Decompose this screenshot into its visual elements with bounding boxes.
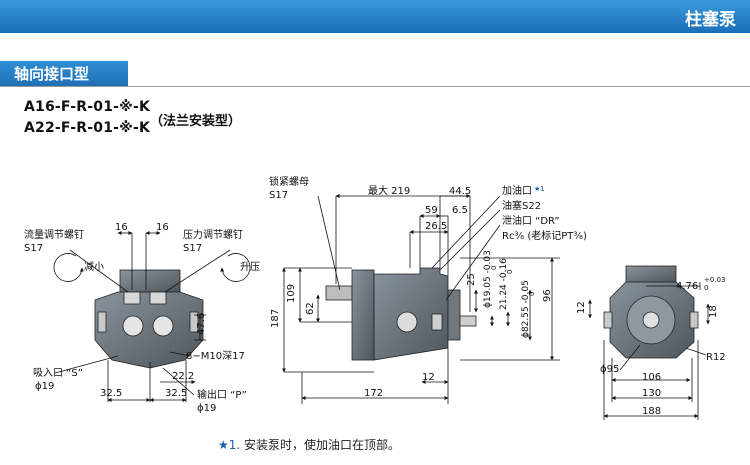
mount-type: （法兰安装型）	[150, 114, 242, 129]
dim-130: 130	[642, 388, 661, 399]
left-pressure-screw	[149, 291, 167, 305]
right-shaft	[642, 311, 660, 329]
decrease-label: 减小	[84, 261, 104, 273]
oil-plug-label: 油塞S22	[502, 199, 541, 212]
dim-max-219: 最大 219	[368, 184, 410, 197]
oil-fill-label: 加油口	[502, 184, 532, 197]
shaft	[459, 315, 477, 327]
pressure-screw-size: S17	[183, 243, 202, 254]
drain-port-label: 泄油口 “DR”	[502, 214, 560, 227]
model-number-2: A22-F-R-01-※-K	[24, 120, 151, 136]
dim-62: 62	[305, 302, 316, 315]
dim-25: 25	[466, 273, 477, 286]
dim-16-a: 16	[115, 222, 128, 233]
suction-port-dia: ϕ19	[35, 381, 54, 392]
dim-key-height: 21.24 -0.16	[499, 258, 509, 310]
dim-187: 187	[270, 309, 281, 328]
dim-6-5: 6.5	[452, 205, 468, 216]
dim-188: 188	[642, 406, 661, 417]
outlet-port-label: 输出口 “P”	[197, 388, 247, 401]
page-title: 柱塞泵	[685, 10, 736, 30]
right-view	[588, 265, 710, 420]
dim-dia-95: ϕ95	[600, 364, 619, 375]
header-bar: 柱塞泵	[0, 0, 750, 33]
left-top-block	[119, 269, 181, 293]
dim-32-5-b: 32.5	[165, 388, 187, 399]
flow-screw-size: S17	[24, 243, 43, 254]
dim-shaft-tol: 0	[490, 266, 498, 270]
dim-26-5: 26.5	[425, 221, 447, 232]
dim-key-tol: 0	[506, 270, 514, 274]
outlet-port-dia: ϕ19	[197, 403, 216, 414]
dim-r12: R12	[706, 352, 726, 363]
suction-port-label: 吸入口 “S”	[33, 368, 83, 379]
dim-59: 59	[425, 205, 438, 216]
dim-keyway: 4.76	[676, 281, 698, 292]
dim-22-2: 22.2	[172, 371, 194, 382]
right-view-labels: 4.76 +0.03 0 12 18 R12 ϕ95 106 130 188	[576, 276, 726, 417]
dim-shaft-dia: ϕ19.05 -0.03	[483, 250, 493, 308]
dim-16-b: 16	[156, 222, 169, 233]
oil-fill-note: ★1	[534, 185, 545, 193]
section-title: 轴向接口型	[0, 61, 128, 87]
dim-47-6: 47.6	[196, 313, 207, 335]
dim-spigot-dia: ϕ82.55 -0.05	[521, 280, 531, 338]
dim-109: 109	[286, 284, 297, 303]
flow-screw-label: 流量调节螺钉	[24, 228, 84, 241]
middle-view-labels: 锁紧螺母 S17 最大 219 44.5 59 6.5 26.5 加油口 ★1 …	[269, 175, 587, 399]
left-view	[53, 231, 251, 402]
dim-12: 12	[422, 372, 435, 383]
dim-keyway-tol: +0.03	[704, 276, 725, 284]
section-divider	[0, 86, 750, 87]
bolt-spec: 8−M10深17	[186, 350, 245, 362]
left-view-labels: 流量调节螺钉 S17 压力调节螺钉 S17 减小 升压 16 16 47.6 8…	[24, 222, 260, 414]
pressure-screw-label: 压力调节螺钉	[183, 228, 243, 241]
footnote-marker: ★1.	[218, 438, 241, 452]
flange	[447, 289, 461, 341]
dim-172: 172	[364, 388, 383, 399]
middle-view	[282, 194, 560, 404]
dim-44-5: 44.5	[449, 186, 471, 197]
dim-spigot-tol: 0	[528, 292, 536, 296]
left-port-p	[152, 315, 174, 337]
middle-end-cap	[351, 269, 375, 361]
left-flow-screw	[123, 291, 141, 305]
footnote-text: 安装泵时，使加油口在顶部。	[244, 438, 401, 452]
lock-nut-label: 锁紧螺母	[269, 175, 309, 188]
model-number-1: A16-F-R-01-※-K	[24, 99, 151, 115]
drain-port-thread: Rc³⁄₈ (老标记PT³⁄₈)	[502, 229, 587, 242]
dim-32-5-a: 32.5	[100, 388, 122, 399]
dim-keyway-tol2: 0	[704, 284, 708, 292]
left-body	[94, 291, 204, 369]
lock-nut	[325, 285, 353, 301]
dim-96: 96	[542, 289, 553, 302]
left-port-s	[122, 315, 144, 337]
dim-106: 106	[642, 372, 661, 383]
lock-nut-size: S17	[269, 190, 288, 201]
footnote: ★1. 安装泵时，使加油口在顶部。	[218, 436, 400, 453]
dim-right-12: 12	[576, 301, 587, 314]
dim-right-18: 18	[708, 305, 719, 318]
increase-label: 升压	[240, 261, 260, 273]
